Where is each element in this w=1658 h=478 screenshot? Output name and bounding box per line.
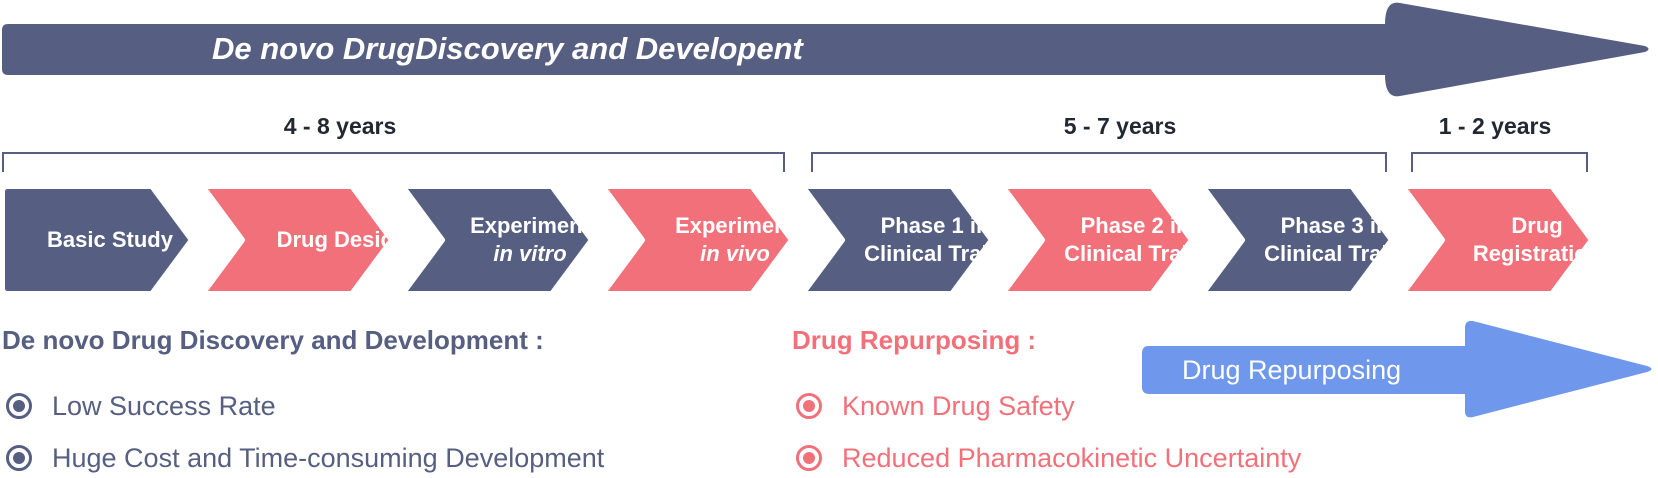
step-label-line1: Experiment [675,213,795,238]
chevron-drug-registration [1399,183,1595,297]
step-label-line2: in vitro [493,241,567,266]
de-novo-bullet: Huge Cost and Time-consuming Development [6,440,604,476]
de-novo-bullet: Low Success Rate [6,388,276,424]
bullet-text: Huge Cost and Time-consuming Development [52,442,605,473]
step-label-line1: Experiment [470,213,590,238]
repurposing-bullet: Known Drug Safety [796,388,1075,424]
repurposing-section-title: Drug Repurposing : [792,325,1037,355]
radio-bullet-icon [796,445,822,471]
step-label-line2: Registration [1472,241,1602,266]
step-label-line1: Drug [1511,213,1563,238]
chevron-phase-2 [999,183,1195,297]
step-drug-design: Drug Design [242,186,442,294]
step-experiment-in-vivo: Experiment in vivo [635,186,835,294]
duration-label-discovery: 4 - 8 years [283,113,397,139]
step-label-line1: Phase 3 in [1280,213,1390,238]
bracket-registration [1411,152,1588,172]
de-novo-arrow-title: De novo DrugDiscovery and Developent [212,31,803,66]
step-label-line2: Clinical Trails [1264,241,1406,266]
step-label-line2: Clinical Trails [864,241,1006,266]
step-phase-2: Phase 2 in Clinical Trails [1035,186,1235,294]
step-label-line1: Drug Design [276,227,408,252]
chevron-experiment-in-vivo [599,183,795,297]
step-label-line1: Phase 2 in [1080,213,1190,238]
drug-repurposing-arrow-label: Drug Repurposing [1182,355,1402,385]
chevron-phase-1 [799,183,995,297]
de-novo-arrow [2,2,1649,97]
process-chevrons [0,183,1595,297]
step-phase-1: Phase 1 in Clinical Trails [835,186,1035,294]
bullet-text: Known Drug Safety [842,390,1075,421]
repurposing-bullet: Reduced Pharmacokinetic Uncertainty [796,440,1301,476]
radio-bullet-icon [796,393,822,419]
duration-label-registration: 1 - 2 years [1438,113,1552,139]
duration-label-clinical: 5 - 7 years [1063,113,1177,139]
radio-bullet-icon [6,393,32,419]
radio-bullet-icon [6,445,32,471]
bullet-text: Reduced Pharmacokinetic Uncertainty [842,442,1302,473]
de-novo-section-title: De novo Drug Discovery and Development : [2,325,544,355]
step-label-line2: Clinical Trails [1064,241,1206,266]
step-label-line1: Phase 1 in [880,213,990,238]
chevron-basic-study [0,183,195,297]
bracket-discovery [2,152,785,172]
step-drug-registration: Drug Registration [1437,186,1637,294]
bracket-clinical [811,152,1387,172]
step-label-line2: in vivo [700,241,770,266]
step-basic-study: Basic Study [10,186,210,294]
chevron-phase-3 [1199,183,1395,297]
step-phase-3: Phase 3 in Clinical Trails [1235,186,1435,294]
chevron-drug-design [199,183,395,297]
step-label-line1: Basic Study [47,227,173,252]
step-experiment-in-vitro: Experiment in vitro [430,186,630,294]
chevron-experiment-in-vitro [399,183,595,297]
bullet-text: Low Success Rate [52,390,276,421]
